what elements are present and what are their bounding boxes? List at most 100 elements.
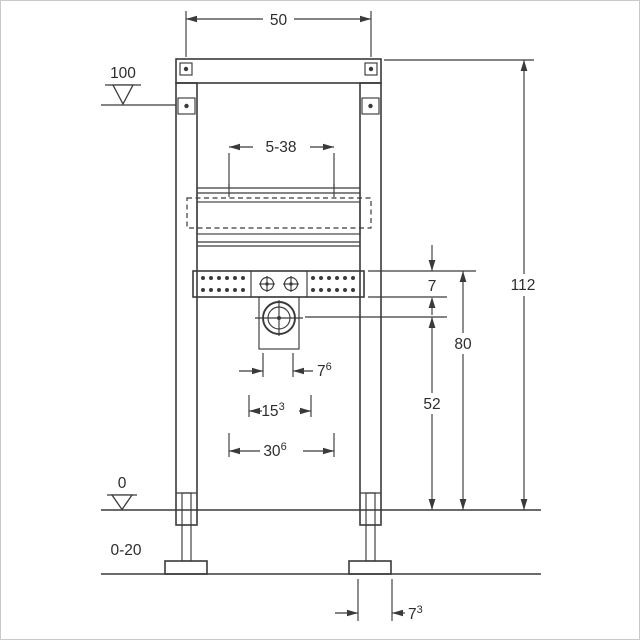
label-mask — [253, 133, 310, 154]
left-rail — [175, 82, 198, 526]
hole-dot — [217, 276, 221, 280]
arrowhead — [229, 447, 240, 455]
level-mark-100: 100 — [101, 65, 176, 106]
dimension-frame-height: 112 — [384, 59, 543, 510]
arrowhead — [428, 499, 436, 510]
arrowhead — [360, 15, 371, 23]
label-mask — [262, 399, 299, 419]
hole-dot — [201, 276, 205, 280]
drain-connection — [255, 296, 303, 350]
wall-bracket-right — [361, 97, 380, 115]
hole-dot — [319, 288, 323, 292]
hole-dot — [201, 288, 205, 292]
hole-dot — [368, 103, 373, 109]
level-0-label: 0 — [118, 475, 127, 492]
hole-dot — [351, 288, 355, 292]
arrowhead — [459, 271, 467, 282]
hole-dot — [343, 276, 347, 280]
dimension-plate-thickness: 7 — [368, 245, 447, 315]
corner-hole-left — [179, 62, 193, 76]
plate-outline — [192, 270, 365, 298]
hole-dot — [343, 288, 347, 292]
drain-outer-circle — [262, 301, 296, 335]
arrowhead — [249, 407, 260, 415]
label-mask — [505, 274, 543, 296]
hole-dot — [209, 276, 213, 280]
drain-center-dot — [277, 316, 281, 320]
level-triangle-icon — [111, 84, 135, 106]
dimension-foot-depth: 73 — [335, 579, 423, 623]
hole-dot — [351, 276, 355, 280]
arrowhead — [229, 143, 240, 151]
top-crossbar — [175, 58, 382, 84]
hole-dot — [184, 103, 189, 109]
frame — [164, 58, 392, 575]
arrowhead — [459, 499, 467, 510]
level-mark-0: 0 0-20 — [107, 475, 142, 559]
right-rail — [359, 82, 382, 526]
arrowhead — [252, 367, 263, 375]
hole-dot — [241, 276, 245, 280]
dim-73-label: 73 — [408, 604, 423, 623]
dimension-hole-spacing: 153 — [248, 395, 312, 420]
arrowhead — [520, 499, 528, 510]
hole-dot — [183, 66, 189, 72]
dimension-plate-height: 80 — [368, 270, 477, 510]
level-triangle-icon — [110, 494, 134, 511]
hole-dot — [289, 282, 293, 286]
dim-52-label: 52 — [423, 396, 440, 413]
foot-tube-right — [365, 492, 376, 562]
arrowhead — [428, 297, 436, 308]
dimension-top-width: 50 — [185, 10, 372, 57]
wall-bracket-left — [177, 97, 196, 115]
floor-lines — [101, 509, 541, 575]
foot-tube-left — [181, 492, 192, 562]
arrowhead — [428, 317, 436, 328]
arrowhead — [300, 407, 311, 415]
dimension-tap-range: 5-38 — [228, 133, 335, 187]
dim-76-label: 76 — [317, 361, 332, 380]
dimension-rail-spacing: 306 — [228, 433, 335, 460]
alternate-position-outline — [186, 197, 372, 229]
dim-306-label: 306 — [263, 441, 286, 460]
hole-dot — [335, 288, 339, 292]
hole-dot — [327, 288, 331, 292]
label-mask — [419, 393, 446, 414]
hole-dot — [225, 276, 229, 280]
dimension-drain-offset: 76 — [239, 353, 332, 380]
floor-range-label: 0-20 — [110, 542, 141, 559]
label-mask — [260, 439, 303, 459]
drain-inner-circle — [267, 306, 291, 330]
arrowhead — [428, 260, 436, 271]
mounting-plate — [192, 270, 365, 298]
arrowhead — [347, 609, 358, 617]
mounting-rail — [196, 201, 361, 235]
hole-dot — [311, 276, 315, 280]
hole-dot — [217, 288, 221, 292]
arrowhead — [520, 60, 528, 71]
arrowhead — [186, 15, 197, 23]
dim-112-label: 112 — [511, 277, 536, 294]
level-100-label: 100 — [110, 65, 136, 82]
hole-dot — [241, 288, 245, 292]
faucet-traverse — [186, 184, 372, 247]
label-mask — [263, 10, 294, 29]
hole-dot — [233, 288, 237, 292]
dimension-drain-height: 52 — [305, 316, 447, 510]
hole-dot — [233, 276, 237, 280]
dim-7-label: 7 — [428, 278, 437, 295]
hole-dot — [335, 276, 339, 280]
dim-5-38-label: 5-38 — [265, 139, 296, 156]
hole-dot — [319, 276, 323, 280]
hole-dot — [327, 276, 331, 280]
corner-hole-right — [364, 62, 378, 76]
drain-box — [258, 296, 300, 350]
hole-dot — [311, 288, 315, 292]
foot-plate-left — [164, 560, 208, 575]
dim-50-label: 50 — [270, 12, 288, 29]
arrowhead — [323, 143, 334, 151]
hole-dot — [225, 288, 229, 292]
dim-80-label: 80 — [454, 336, 472, 353]
